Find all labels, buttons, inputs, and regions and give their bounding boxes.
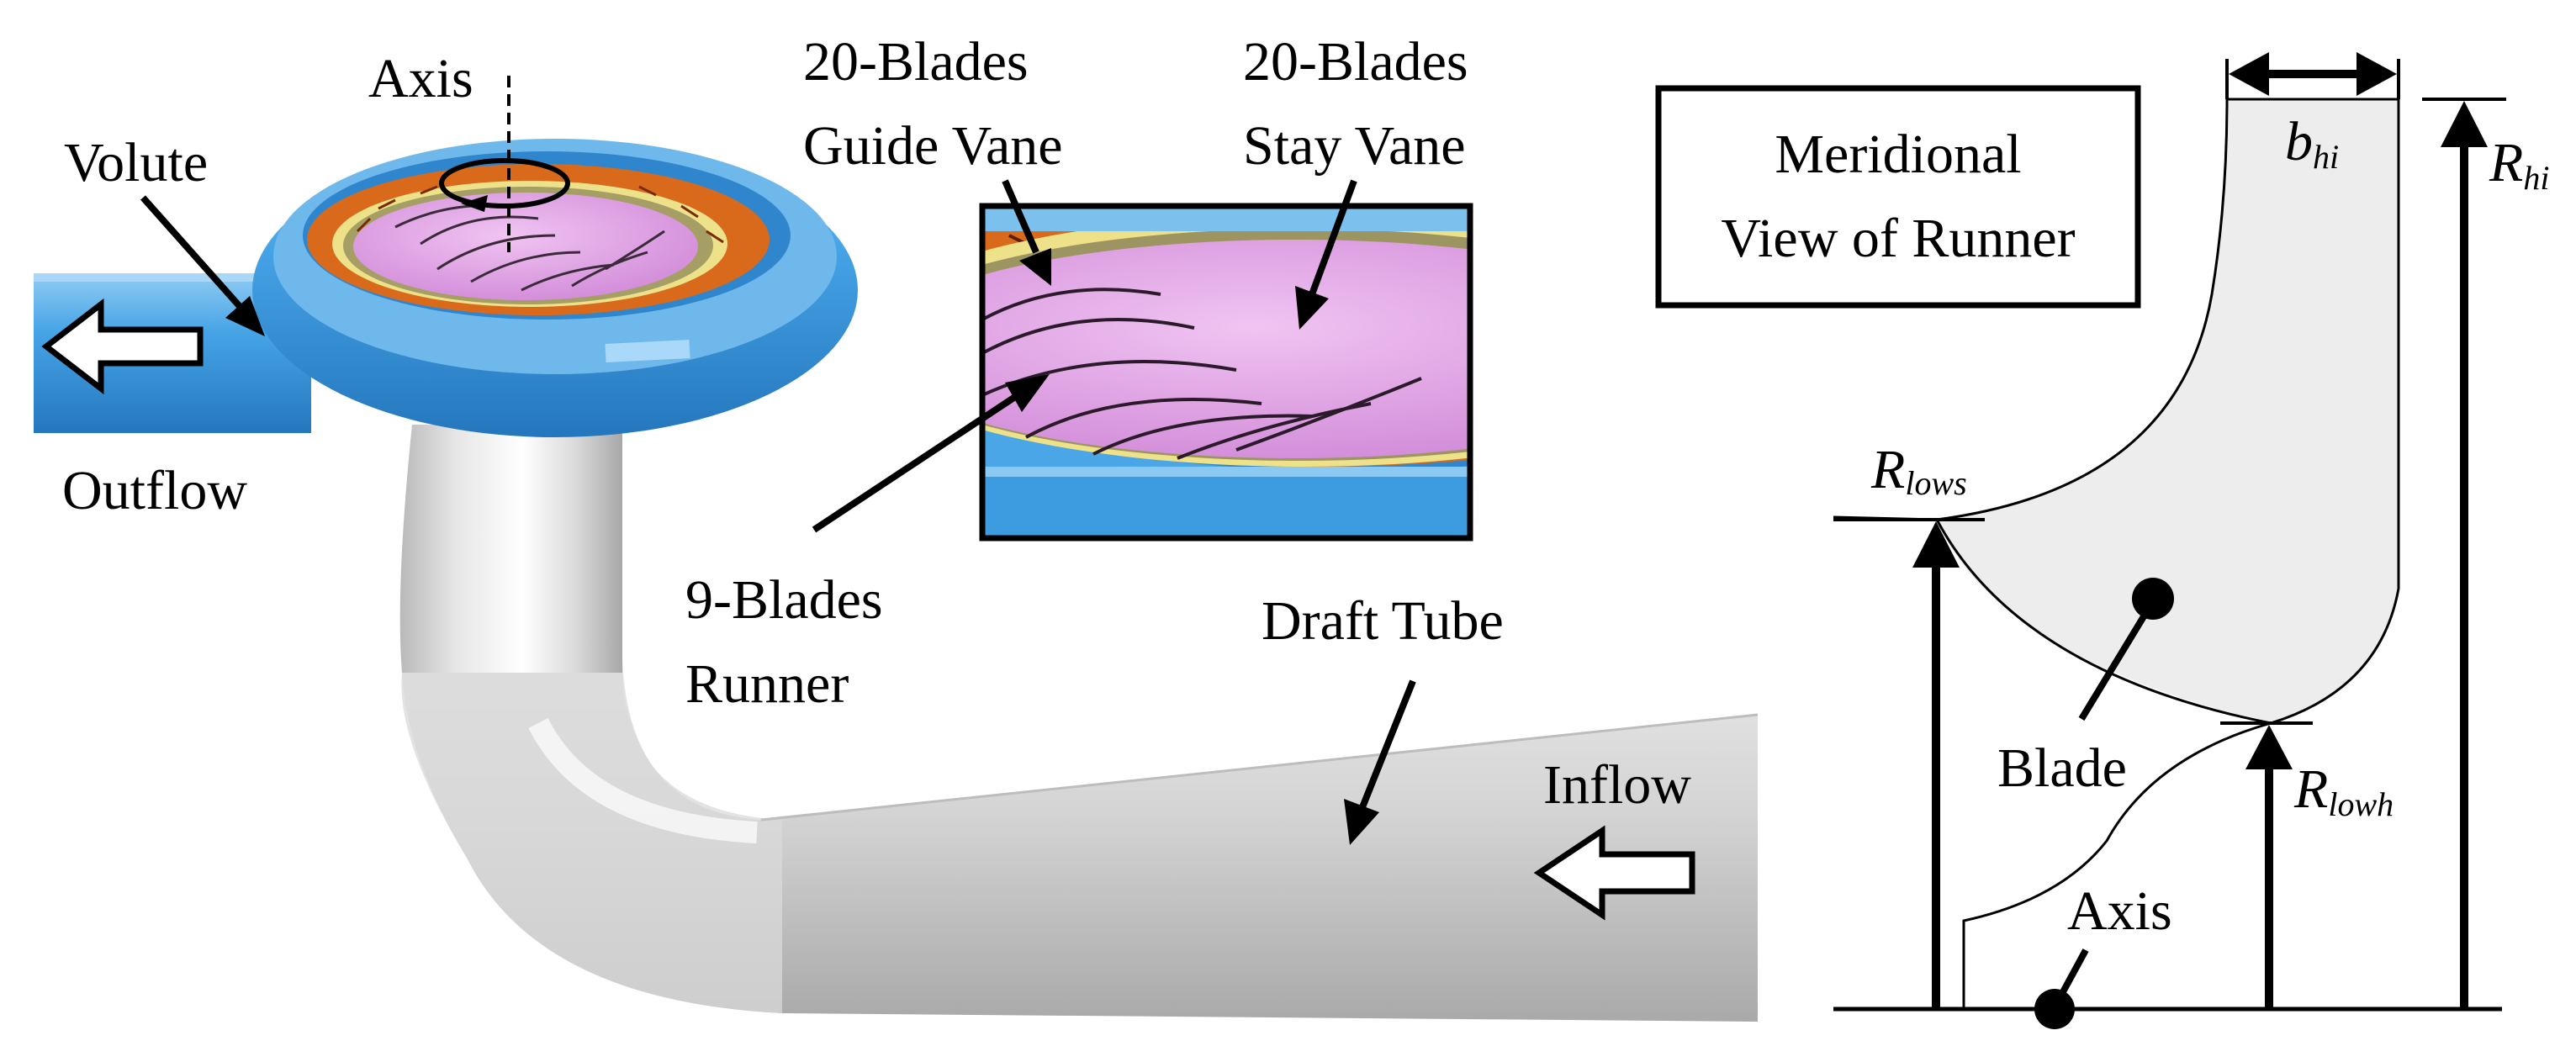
turbine-3d-view: Axis Volute Outflow 20-Blades Guide Vane… bbox=[34, 31, 1759, 1022]
inset-zoom-box bbox=[979, 203, 1473, 542]
guide-vane-label-line2: Guide Vane bbox=[803, 115, 1063, 177]
meridional-title-line2: View of Runner bbox=[1721, 208, 2075, 269]
meridional-view: Meridional View of Runner bbox=[1655, 52, 2549, 1029]
volute-label: Volute bbox=[64, 132, 208, 193]
inflow-label: Inflow bbox=[1543, 754, 1691, 816]
rotation-arrowhead bbox=[461, 195, 488, 212]
axis-rotation-ellipse bbox=[439, 158, 570, 209]
inset-callout-arrows bbox=[812, 179, 1357, 533]
draft-tube-label: Draft Tube bbox=[1262, 590, 1504, 652]
r-lows-label: Rlows bbox=[1870, 439, 1967, 502]
r-lows-arrow bbox=[1833, 518, 1985, 1009]
outflow-arrow bbox=[41, 298, 204, 395]
b-hi-dimension-arrow bbox=[2225, 52, 2400, 99]
blade-pointer bbox=[2078, 578, 2174, 721]
blade-label: Blade bbox=[1997, 737, 2127, 799]
r-hi-arrow bbox=[2422, 98, 2506, 1009]
b-hi-label: bhi bbox=[2285, 111, 2339, 176]
stay-vane-label-line2: Stay Vane bbox=[1243, 115, 1466, 177]
hub-curve bbox=[1962, 99, 2400, 1009]
guide-vane-label-line1: 20-Blades bbox=[803, 31, 1029, 92]
r-lowh-arrow bbox=[2220, 721, 2313, 1009]
r-lowh-label: Rlowh bbox=[2293, 758, 2394, 823]
runner-label-line1: 9-Blades bbox=[685, 569, 883, 631]
callout-arrows bbox=[140, 195, 1416, 845]
inflow-arrow bbox=[1533, 825, 1695, 921]
axis-pointer bbox=[2034, 948, 2089, 1029]
axis-label-meridional: Axis bbox=[2067, 880, 2172, 942]
meridional-title-line1: Meridional bbox=[1775, 124, 2021, 185]
stay-vane-label-line1: 20-Blades bbox=[1243, 31, 1468, 92]
r-hi-label: Rhi bbox=[2489, 132, 2549, 197]
axis-label-turbine: Axis bbox=[368, 48, 473, 109]
draft-tube-shape bbox=[399, 425, 1759, 1022]
shroud-curve bbox=[1833, 98, 2229, 521]
leading-edge-curve bbox=[1935, 519, 2272, 725]
volute-ring bbox=[252, 139, 858, 437]
meridional-title-box bbox=[1655, 85, 2141, 309]
blade-region bbox=[1937, 99, 2399, 723]
outflow-label: Outflow bbox=[62, 460, 247, 521]
runner-label-line2: Runner bbox=[685, 653, 849, 715]
